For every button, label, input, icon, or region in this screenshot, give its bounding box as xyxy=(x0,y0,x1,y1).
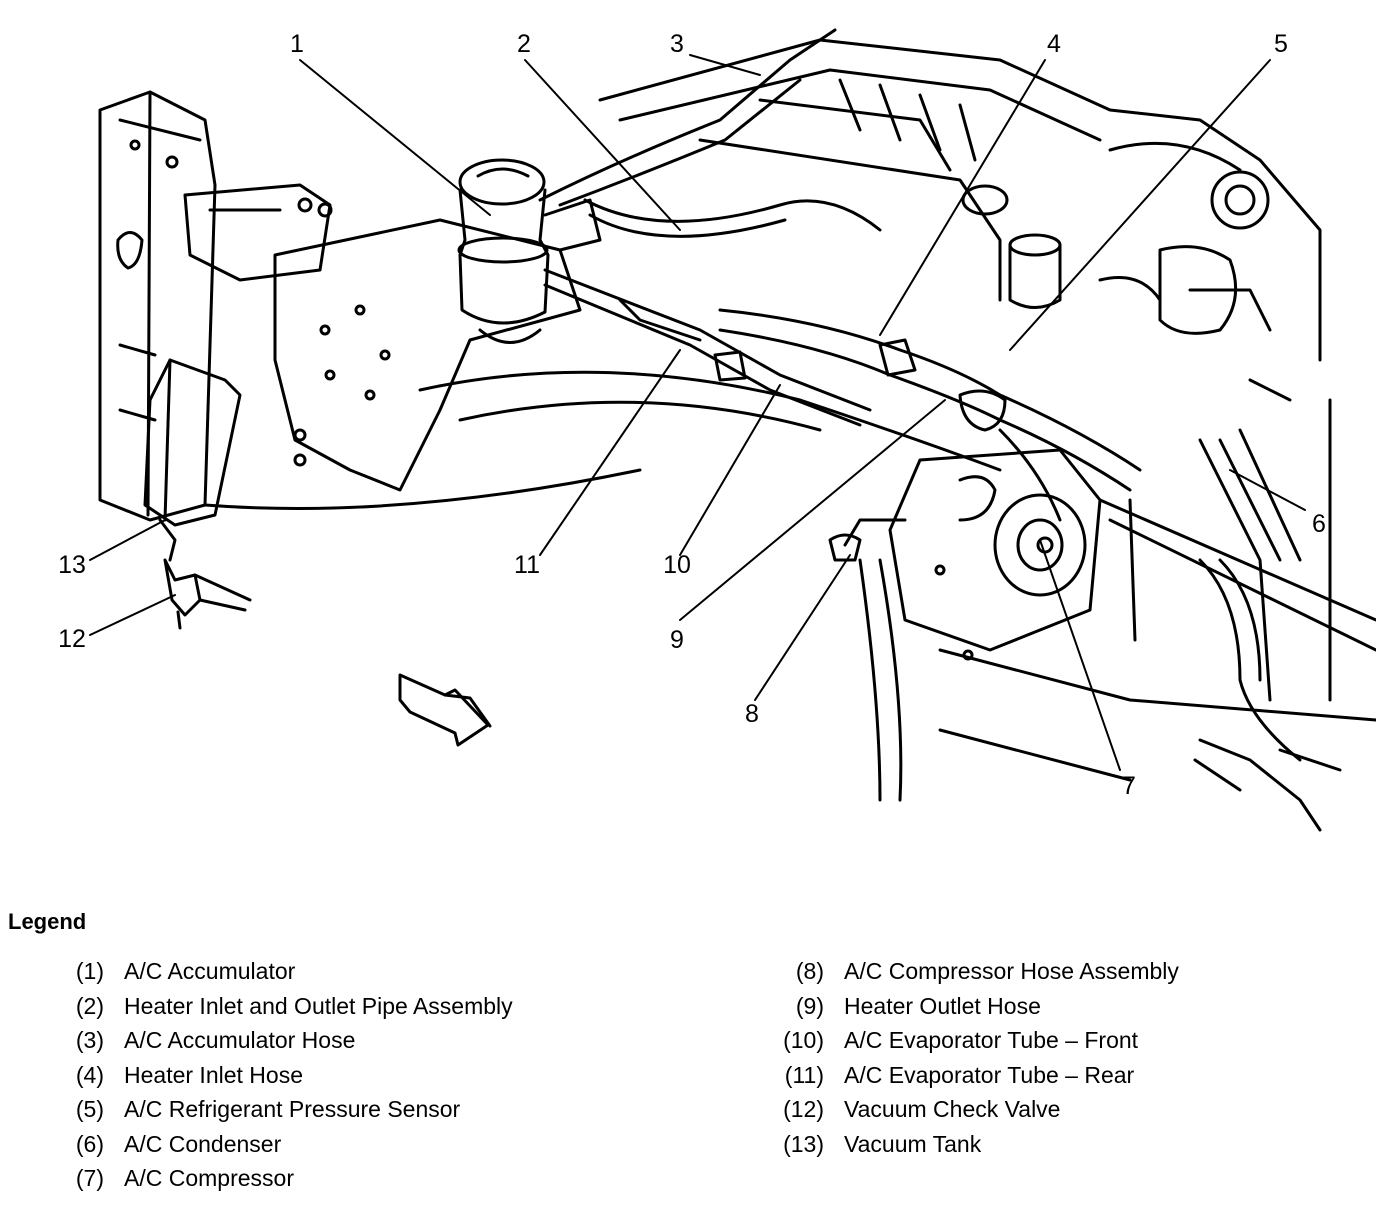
legend-item-number: (11) xyxy=(784,1061,824,1088)
callout-10: 10 xyxy=(663,551,691,579)
legend-title: Legend xyxy=(8,909,87,934)
legend-list-right: (8) A/C Compressor Hose Assembly (9) Heate… xyxy=(783,956,1179,1164)
legend-item: (2) Heater Inlet and Outlet Pipe Assembly xyxy=(76,991,513,1026)
legend-item: (4) Heater Inlet Hose xyxy=(76,1060,513,1095)
legend-item-label: A/C Accumulator Hose xyxy=(124,1027,356,1053)
ac-accumulator xyxy=(457,158,602,344)
engine-line-drawing xyxy=(89,28,1376,832)
callout-1: 1 xyxy=(290,30,304,58)
engine-intake xyxy=(598,38,1322,402)
legend-item-label: A/C Refrigerant Pressure Sensor xyxy=(124,1096,461,1122)
engine-compartment-diagram: 1 2 3 4 5 6 7 8 9 10 11 12 13 xyxy=(58,28,1376,832)
legend-item-label: Heater Inlet Hose xyxy=(124,1061,303,1088)
legend-item: (7) A/C Compressor xyxy=(76,1163,513,1198)
legend-item-number: (8) xyxy=(795,958,824,984)
legend-item-number: (5) xyxy=(75,1096,104,1122)
callout-11: 11 xyxy=(514,551,540,579)
legend-item-label: Heater Outlet Hose xyxy=(844,992,1041,1019)
legend-item: (9) Heater Outlet Hose xyxy=(796,991,1179,1026)
ac-evaporator-tubes xyxy=(543,268,872,427)
callout-9: 9 xyxy=(670,626,684,654)
callout-8: 8 xyxy=(745,700,759,728)
legend-item-label: Vacuum Tank xyxy=(844,1130,982,1157)
legend-item-label: A/C Evaporator Tube – Front xyxy=(844,1027,1139,1053)
legend-item: (8) A/C Compressor Hose Assembly xyxy=(796,956,1179,991)
legend-item-label: Heater Inlet and Outlet Pipe Assembly xyxy=(124,992,513,1019)
legend-item-label: Vacuum Check Valve xyxy=(844,1096,1061,1122)
legend-item: (6) A/C Condenser xyxy=(76,1129,513,1164)
callout-4: 4 xyxy=(1047,30,1061,58)
legend-item-number: (7) xyxy=(75,1165,104,1191)
legend-item-number: (6) xyxy=(75,1130,104,1157)
legend-item-label: A/C Condenser xyxy=(124,1130,282,1157)
legend-item: (10) A/C Evaporator Tube – Front xyxy=(783,1025,1179,1060)
legend-item-number: (2) xyxy=(75,992,104,1019)
legend-item-number: (3) xyxy=(75,1027,104,1053)
legend-item-number: (1) xyxy=(75,958,104,984)
legend-item-number: (13) xyxy=(783,1130,824,1157)
callout-12: 12 xyxy=(58,625,86,653)
front-direction-arrow xyxy=(398,673,492,747)
legend-item: (12) Vacuum Check Valve xyxy=(783,1094,1179,1129)
legend-item: (5) A/C Refrigerant Pressure Sensor xyxy=(76,1094,513,1129)
callout-leader-lines xyxy=(89,54,1306,771)
legend-item-number: (9) xyxy=(795,992,824,1019)
legend-item-label: A/C Compressor Hose Assembly xyxy=(844,958,1179,984)
inner-fender-plate xyxy=(203,218,642,510)
callout-6: 6 xyxy=(1312,510,1326,538)
callout-5: 5 xyxy=(1274,30,1288,58)
legend-item-label: A/C Evaporator Tube – Rear xyxy=(844,1061,1135,1088)
ac-accumulator-hose xyxy=(538,28,882,238)
ac-compressor xyxy=(828,448,1102,661)
legend-item: (11) A/C Evaporator Tube – Rear xyxy=(785,1060,1179,1095)
legend-item: (1) A/C Accumulator xyxy=(76,956,513,991)
callout-7: 7 xyxy=(1122,772,1136,800)
legend-item: (3) A/C Accumulator Hose xyxy=(76,1025,513,1060)
legend-item: (13) Vacuum Tank xyxy=(783,1129,1179,1164)
legend-list-left: (1) A/C Accumulator (2) Heater Inlet and O… xyxy=(76,956,513,1198)
callout-13: 13 xyxy=(58,551,86,579)
callout-2: 2 xyxy=(517,30,531,58)
vacuum-check-valve xyxy=(163,558,252,630)
legend-item-number: (10) xyxy=(783,1027,824,1053)
legend-item-number: (12) xyxy=(783,1096,824,1122)
radiator-support xyxy=(98,90,333,522)
heater-hoses xyxy=(718,308,1142,522)
legend-item-label: A/C Compressor xyxy=(124,1165,294,1191)
vacuum-tank xyxy=(143,358,242,562)
callout-3: 3 xyxy=(670,30,684,58)
legend-item-label: A/C Accumulator xyxy=(124,958,296,984)
frame-and-condenser xyxy=(418,370,1376,832)
legend-item-number: (4) xyxy=(75,1061,104,1088)
